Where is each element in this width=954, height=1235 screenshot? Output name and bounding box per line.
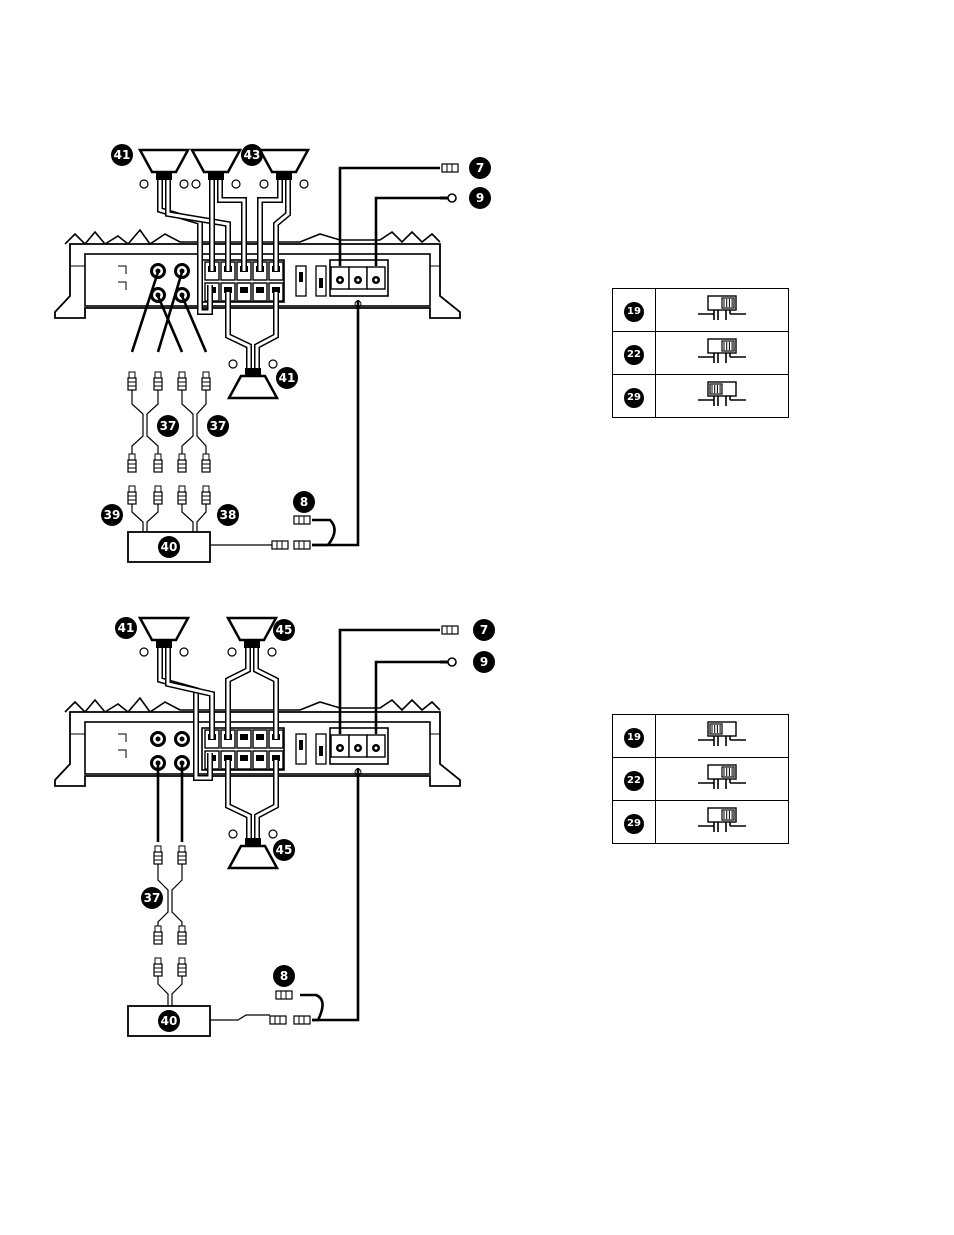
switch-id: 19 — [624, 728, 644, 748]
switch-id: 22 — [624, 345, 644, 365]
top-wiring-diagram: 40 41 43 41 7 9 37 37 39 38 8 — [55, 144, 491, 562]
switch-row: 22 — [613, 758, 789, 801]
label-input-right-top: 38 — [220, 508, 237, 522]
bottom-wiring-diagram: 40 41 45 45 7 9 37 8 — [55, 617, 495, 1036]
switch-id: 22 — [624, 771, 644, 791]
label-power-lead-top: 7 — [476, 161, 484, 175]
switch-row: 29 — [613, 375, 789, 418]
switch-icon — [692, 806, 752, 834]
label-speaker-left-top: 41 — [114, 148, 131, 162]
label-remote-lead-top: 8 — [300, 495, 308, 509]
switch-row: 29 — [613, 801, 789, 844]
switch-icon — [692, 294, 752, 322]
amplifier-bottom — [55, 698, 460, 786]
label-speaker-right-top: 43 — [244, 148, 261, 162]
switch-table-bottom: 19 22 29 — [612, 714, 789, 844]
label-rca-right-top: 37 — [210, 419, 227, 433]
label-rca-bottom: 37 — [144, 891, 161, 905]
label-head-unit-top: 40 — [161, 540, 178, 554]
switch-row: 19 — [613, 289, 789, 332]
switch-id: 29 — [624, 814, 644, 834]
label-input-left-top: 39 — [104, 508, 121, 522]
label-ground-lead-top: 9 — [476, 191, 484, 205]
switch-icon — [692, 337, 752, 365]
switch-table-top: 19 22 29 — [612, 288, 789, 418]
label-speaker-left-bottom: 41 — [118, 621, 135, 635]
label-head-unit-bottom: 40 — [161, 1014, 178, 1028]
label-rca-left-top: 37 — [160, 419, 177, 433]
switch-row: 22 — [613, 332, 789, 375]
switch-id: 29 — [624, 388, 644, 408]
switch-row: 19 — [613, 715, 789, 758]
label-remote-lead-bottom: 8 — [280, 969, 288, 983]
label-power-lead-bottom: 7 — [480, 623, 488, 637]
switch-icon — [692, 763, 752, 791]
label-speaker-bottom-top: 41 — [279, 371, 296, 385]
switch-icon — [692, 380, 752, 408]
switch-id: 19 — [624, 302, 644, 322]
label-ground-lead-bottom: 9 — [480, 655, 488, 669]
label-speaker-right-bottom: 45 — [276, 623, 293, 637]
switch-icon — [692, 720, 752, 748]
label-speaker-bottom-bottom: 45 — [276, 843, 293, 857]
